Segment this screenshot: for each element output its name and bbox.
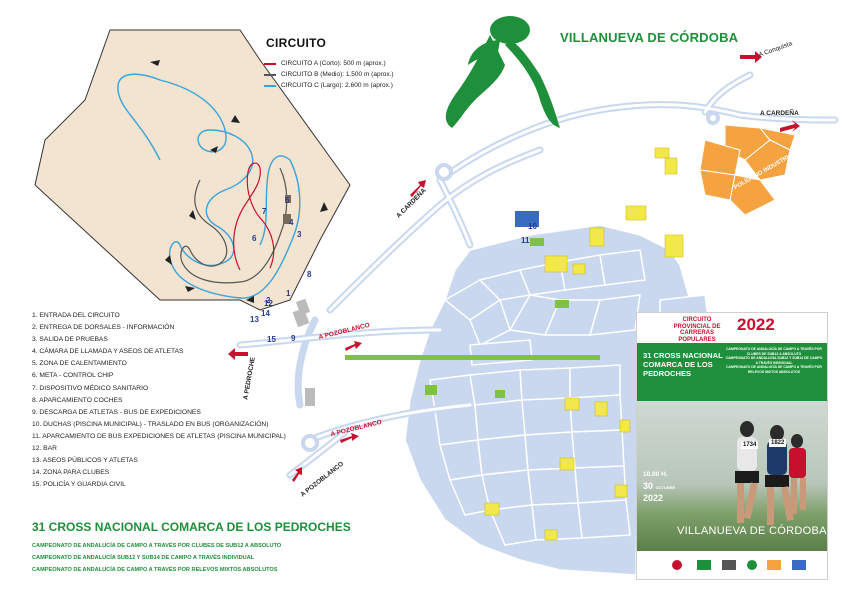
legend-item-a: CIRCUITO A (Corto): 500 m (aprox.) <box>264 58 394 69</box>
poster-circuito: CIRCUITO PROVINCIAL DE CARRERAS POPULARE… <box>673 317 721 343</box>
legend-line-a <box>264 62 276 65</box>
legend-line-c <box>264 84 276 87</box>
championship-2: CAMPEONATO DE ANDALUCÍA SUB12 Y SUB14 DE… <box>32 555 255 561</box>
circuit-arrows <box>150 60 328 303</box>
circuit-marker-1: 1 <box>286 289 291 298</box>
circuit-title: CIRCUITO <box>266 36 327 50</box>
legend-line-b <box>264 73 276 76</box>
poster-year: 2022 <box>737 315 775 334</box>
sponsor-logos <box>672 560 806 570</box>
poster-camp: CAMPEONATO DE ANDALUCÍA DE CAMPO A TRAVÉ… <box>726 365 822 374</box>
zone-item: 1. ENTRADA DEL CIRCUITO <box>32 312 120 319</box>
circuit-marker-7: 7 <box>262 207 267 216</box>
pool-building <box>515 211 539 227</box>
circuit-marker-14: 14 <box>261 309 270 318</box>
poster-time: 10.00 H. <box>643 471 668 478</box>
finish-structures <box>283 195 291 224</box>
public-buildings <box>484 147 684 541</box>
circuit-marker-8: 8 <box>307 270 312 279</box>
circuit-marker-10: 10 <box>528 222 537 231</box>
zone-item: 14. ZONA PARA CLUBES <box>32 469 110 477</box>
circuit-marker-5: 5 <box>285 196 290 205</box>
circuit-marker-6: 6 <box>252 234 257 243</box>
circuit-marker-12: 12 <box>264 299 273 308</box>
bib-number: 1822 <box>769 439 787 447</box>
poster-day: 30 <box>643 481 654 491</box>
roundabouts <box>301 111 720 452</box>
circuit-marker-2: 2 <box>266 296 271 305</box>
zone-item: 8. APARCAMIENTO COCHES <box>32 396 123 404</box>
poster-championships: CAMPEONATO DE ANDALUCÍA DE CAMPO A TRAVÉ… <box>725 347 823 375</box>
legend-label-c: CIRCUITO C (Largo): 2.600 m (aprox.) <box>281 82 393 89</box>
direction-arrows <box>228 51 800 482</box>
poster-header <box>637 313 827 341</box>
town-blocks <box>404 224 709 576</box>
circuit-marker-3: 3 <box>297 230 302 239</box>
circuit-marker-11: 11 <box>521 236 530 245</box>
poster-camp: CAMPEONATO DE ANDALUCÍA DE CAMPO A TRAVÉ… <box>726 347 822 356</box>
legend-item-c: CIRCUITO C (Largo): 2.600 m (aprox.) <box>264 80 394 91</box>
legend-label-b: CIRCUITO B (Medio): 1.500 m (aprox.) <box>281 71 394 78</box>
poster-camp: CAMPEONATO DE ANDALUCÍA SUB12 Y SUB14 DE… <box>725 356 823 365</box>
zone-item: 13. ASEOS PÚBLICOS Y ATLETAS <box>32 457 138 465</box>
poster-sponsors <box>637 551 827 579</box>
circuit-marker-9: 9 <box>291 334 296 343</box>
circuit-a-path <box>233 162 275 271</box>
zone-item: 15. POLICÍA Y GUARDIA CIVIL <box>32 481 126 489</box>
town-title: VILLANUEVA DE CÓRDOBA <box>560 30 739 45</box>
poster-date-year: 2022 <box>643 493 664 503</box>
zone-item: 11. APARCAMIENTO DE BUS EXPEDICIONES DE … <box>32 432 286 440</box>
road-centerlines <box>238 73 837 477</box>
zone-item: 12. BAR <box>32 445 57 453</box>
zone-item: 9. DESCARGA DE ATLETAS - BUS DE EXPEDICI… <box>32 408 201 416</box>
road-label-cardena-ne: A CARDEÑA <box>760 110 799 117</box>
circuit-marker-13: 13 <box>250 315 259 324</box>
circuit-c-path <box>117 73 301 299</box>
zone-item: 4. CÁMARA DE LLAMADA Y ASEOS DE ATLETAS <box>32 348 184 356</box>
circuit-marker-4: 4 <box>289 218 294 227</box>
zones-list: 1. ENTRADA DEL CIRCUITO 2. ENTREGA DE DO… <box>32 310 286 491</box>
legend-label-a: CIRCUITO A (Corto): 500 m (aprox.) <box>281 60 386 67</box>
zone-item: 10. DUCHAS (PISCINA MUNICIPAL) - TRASLAD… <box>32 420 269 428</box>
parking-areas <box>292 298 315 406</box>
bib-number: 1734 <box>741 441 759 449</box>
poster-banner <box>637 343 827 401</box>
zone-item: 6. META - CONTROL CHIP <box>32 372 114 380</box>
zone-item: 7. DISPOSITIVO MÉDICO SANITARIO <box>32 384 149 392</box>
zone-item: 3. SALIDA DE PRUEBAS <box>32 336 108 344</box>
runner-logo <box>445 16 560 128</box>
poster-month: OCTUBRE <box>655 485 676 490</box>
legend-item-b: CIRCUITO B (Medio): 1.500 m (aprox.) <box>264 69 394 80</box>
circuit-area <box>34 29 351 311</box>
event-poster: CIRCUITO PROVINCIAL DE CARRERAS POPULARE… <box>636 312 828 580</box>
zone-item: 5. ZONA DE CALENTAMIENTO <box>32 360 127 368</box>
event-title: 31 CROSS NACIONAL COMARCA DE LOS PEDROCH… <box>32 520 351 534</box>
poster-date: 30 OCTUBRE 2022 <box>643 481 675 503</box>
poster-town: VILLANUEVA DE CÓRDOBA <box>677 525 827 537</box>
circuit-legend: CIRCUITO A (Corto): 500 m (aprox.) CIRCU… <box>264 58 394 91</box>
championship-1: CAMPEONATO DE ANDALUCÍA DE CAMPO A TRAVÉ… <box>32 543 282 549</box>
circuit-marker-15: 15 <box>267 335 276 344</box>
poster-title: 31 CROSS NACIONAL COMARCA DE LOS PEDROCH… <box>643 351 723 378</box>
championship-3: CAMPEONATO DE ANDALUCÍA DE CAMPO A TRAVÉ… <box>32 567 278 573</box>
circuit-b-path <box>180 167 288 284</box>
industrial-area <box>699 124 796 216</box>
zone-item: 2. ENTREGA DE DORSALES - INFORMACIÓN <box>32 324 175 332</box>
